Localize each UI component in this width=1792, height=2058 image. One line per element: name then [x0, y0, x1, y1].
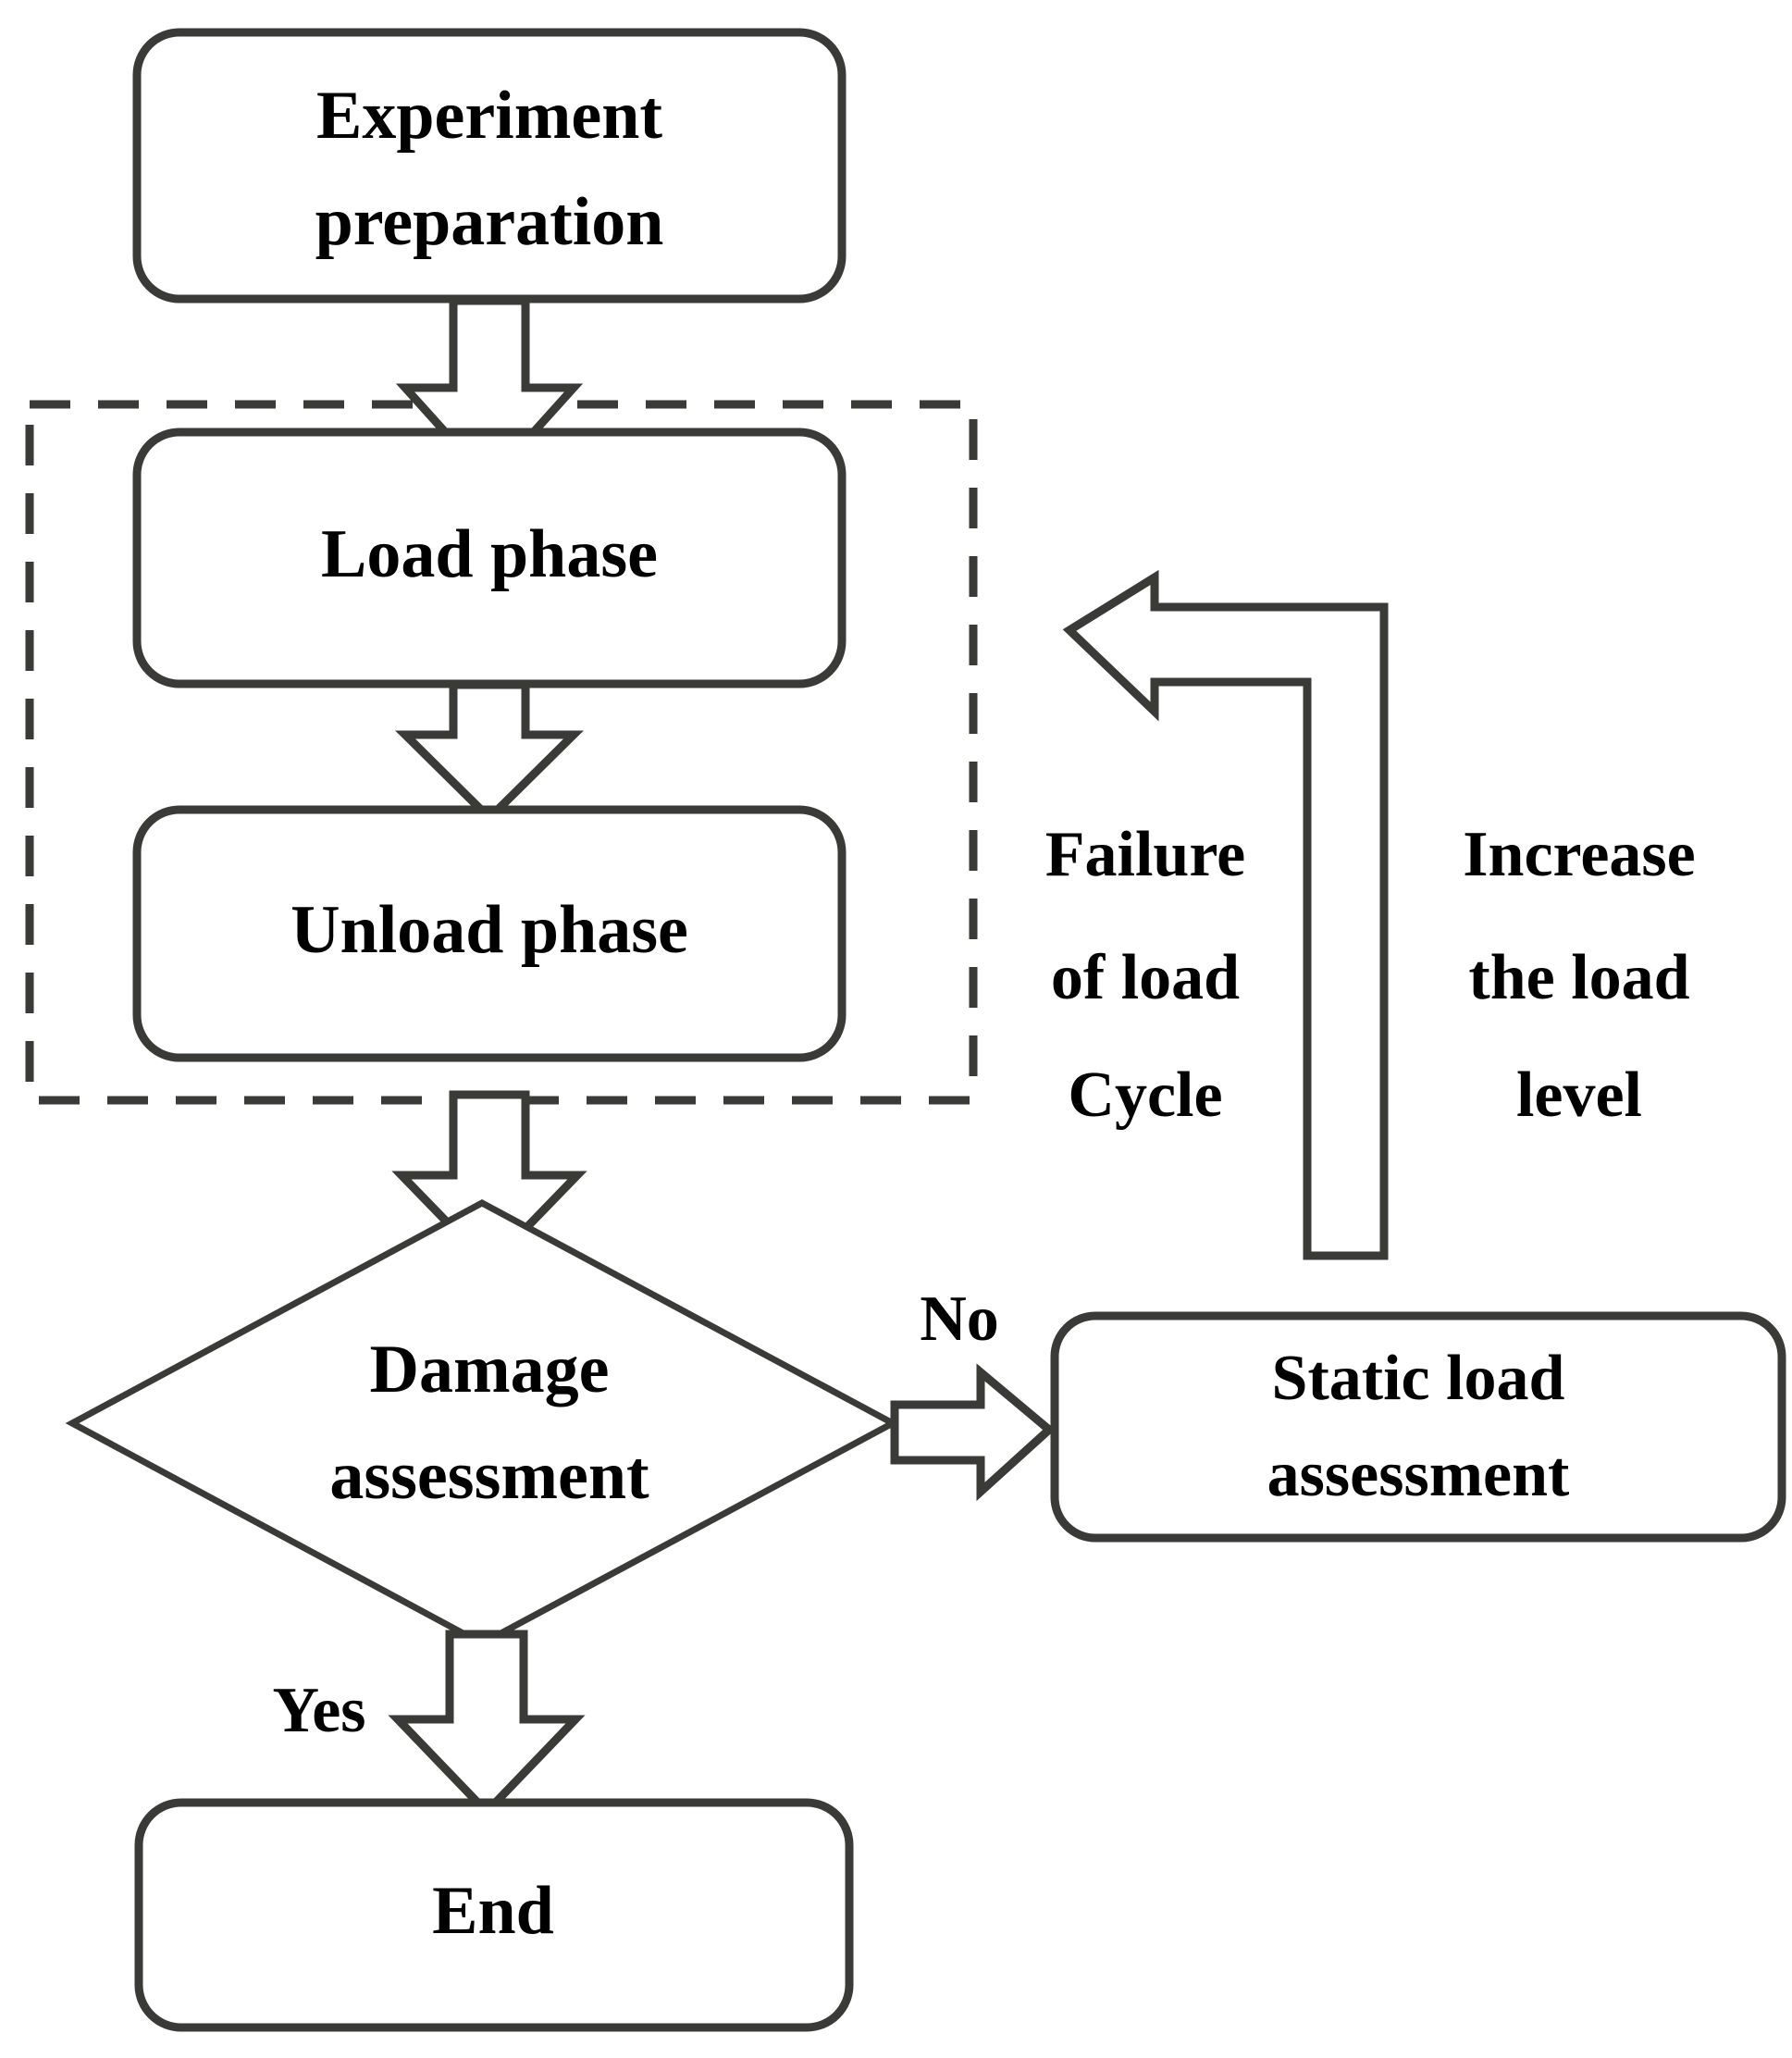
end-label: End: [432, 1873, 554, 1949]
increase-label-line-2: the load: [1468, 942, 1689, 1013]
failure-label-line-3: Cycle: [1068, 1060, 1222, 1131]
failure-label-line-1: Failure: [1045, 819, 1245, 890]
static-load-assessment-label-line-2: assessment: [1267, 1439, 1570, 1510]
static-load-assessment-shape: [1050, 1311, 1786, 1543]
node-damage-assessment[interactable]: Damage assessment: [65, 1199, 900, 1647]
damage-assessment-label-line-2: assessment: [329, 1438, 649, 1514]
static-load-assessment-label-line-1: Static load: [1272, 1343, 1565, 1414]
arrow-group-to-damage: [391, 1090, 587, 1272]
edge-label-increase-the-load-level: Increase the load level: [1463, 819, 1695, 1131]
edge-label-yes: Yes: [272, 1675, 365, 1746]
unload-phase-label: Unload phase: [290, 892, 688, 968]
failure-label-line-2: of load: [1051, 942, 1240, 1013]
experiment-preparation-label-line-2: preparation: [315, 184, 664, 260]
arrow-load-to-unload: [395, 680, 584, 824]
increase-label-line-3: level: [1516, 1060, 1642, 1131]
load-phase-label: Load phase: [321, 516, 658, 592]
node-load-phase[interactable]: Load phase: [132, 428, 847, 688]
unload-phase-shape: [132, 805, 847, 1062]
node-end[interactable]: End: [134, 1798, 854, 2032]
experiment-preparation-label-line-1: Experiment: [316, 78, 662, 154]
damage-assessment-shape: [65, 1199, 900, 1647]
node-static-load-assessment[interactable]: Static load assessment: [1050, 1311, 1786, 1543]
arrow-feedback-loop-outline: [1062, 569, 1389, 1260]
node-experiment-preparation[interactable]: Experiment preparation: [132, 28, 847, 304]
end-shape: [134, 1798, 854, 2032]
damage-assessment-label-line-1: Damage: [370, 1332, 610, 1407]
edge-label-failure-of-load-cycle: Failure of load Cycle: [1045, 819, 1245, 1131]
increase-label-line-1: Increase: [1463, 819, 1695, 890]
edge-label-no: No: [920, 1283, 999, 1355]
arrow-damage-to-end: [388, 1630, 586, 1818]
node-unload-phase[interactable]: Unload phase: [132, 805, 847, 1062]
arrow-damage-to-static: [890, 1363, 1056, 1502]
